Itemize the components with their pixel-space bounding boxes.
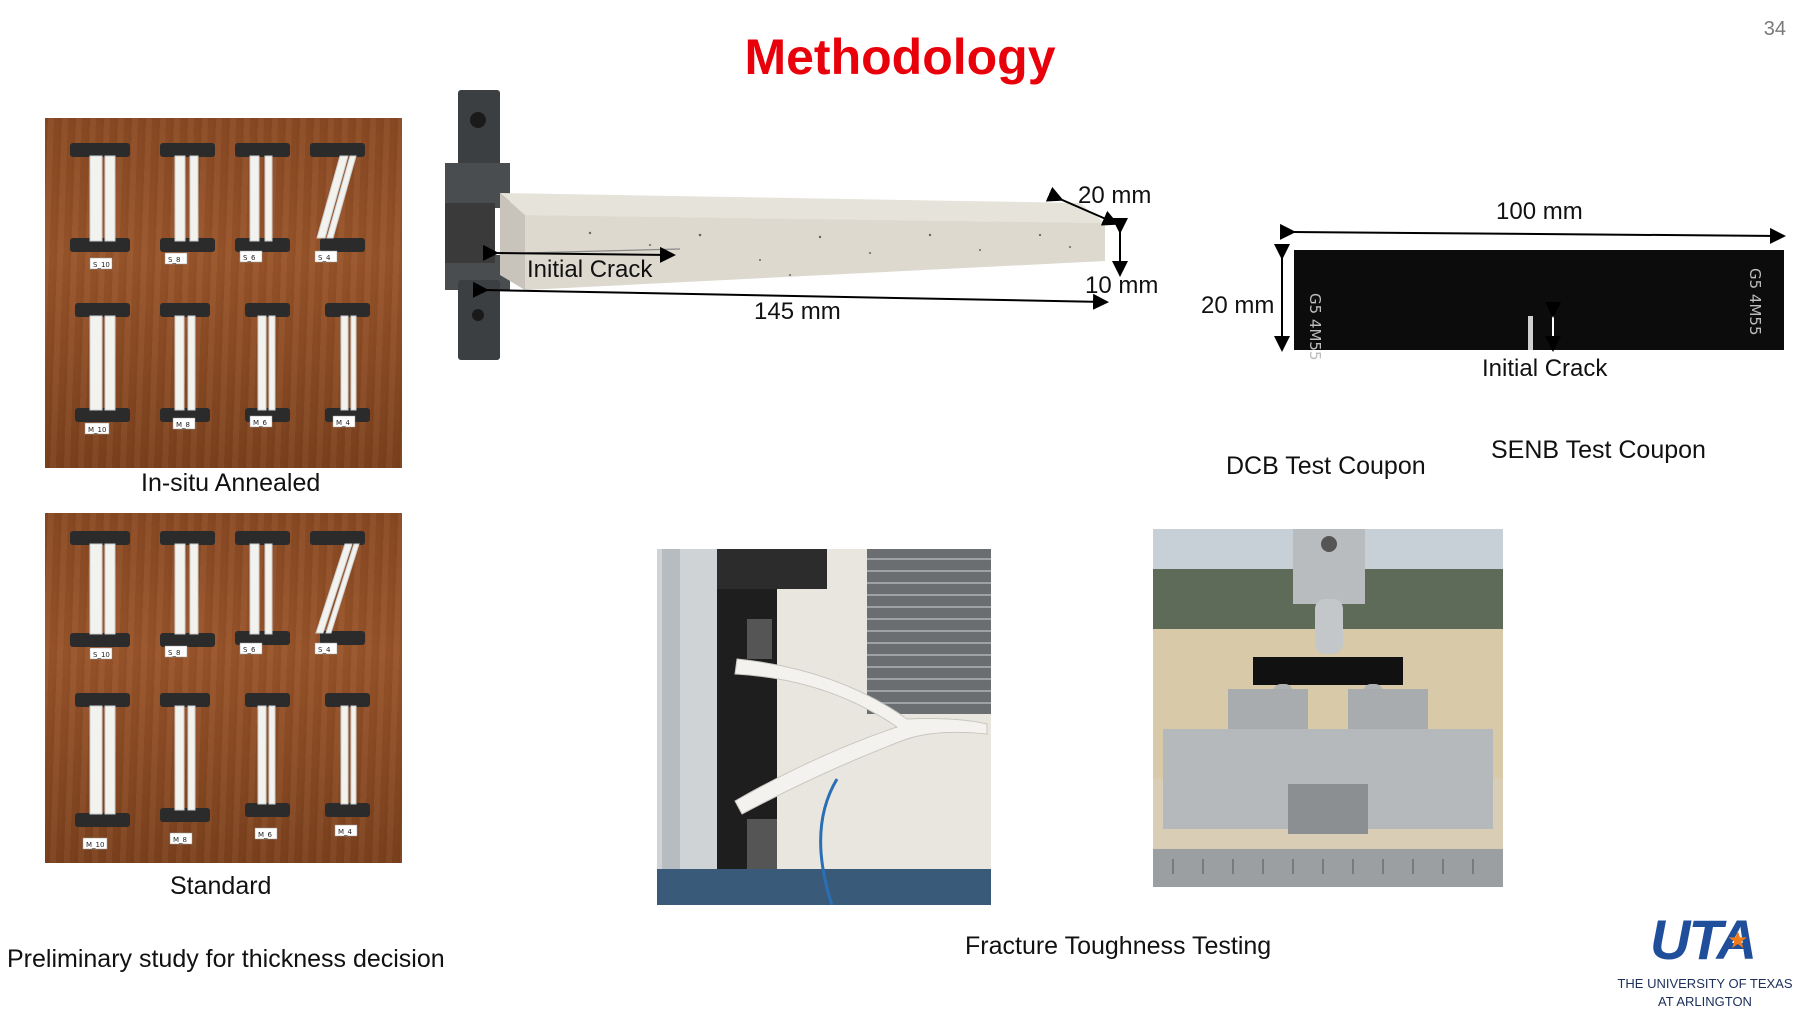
insitu-tag-top-2: S_8	[168, 256, 180, 264]
senb-mark-left: G5 4M55	[1306, 293, 1324, 361]
dcb-width-label: 20 mm	[1078, 182, 1152, 209]
slide-title: Methodology	[744, 29, 1056, 85]
dcb-testing-photo	[657, 549, 991, 905]
insitu-tag-bottom-3: M_6	[253, 419, 268, 427]
insitu-specimens-drawing: S_10 S_8 S_6 S_4 M_10 M_8 M_6 M_4	[70, 143, 370, 435]
uta-logo-mark: UTA ★	[1650, 912, 1765, 968]
standard-tag-bottom-1: M_10	[86, 841, 104, 849]
standard-tag-top-2: S_8	[168, 649, 180, 657]
senb-coupon-figure: G5 4M55 G5 4M55	[1274, 223, 1786, 361]
standard-tag-bottom-3: M_6	[258, 831, 273, 839]
thickness-study-caption: Preliminary study for thickness decision	[7, 945, 445, 973]
senb-mark-right: G5 4M55	[1746, 268, 1764, 336]
uta-logo-letters: UTA	[1650, 908, 1757, 971]
standard-tag-top-1: S_10	[93, 651, 110, 659]
uta-logo: UTA ★ THE UNIVERSITY OF TEXAS AT ARLINGT…	[1615, 912, 1795, 1013]
dcb-length-label: 145 mm	[754, 298, 841, 325]
insitu-tag-bottom-4: M_4	[336, 419, 351, 427]
dcb-test-rig-drawing	[657, 549, 991, 905]
uta-logo-line2: AT ARLINGTON	[1658, 994, 1752, 1009]
dcb-coupon-figure	[445, 90, 1128, 360]
standard-tag-bottom-4: M_4	[338, 828, 353, 836]
insitu-tag-top-1: S_10	[93, 261, 110, 269]
standard-tag-top-3: S_6	[243, 646, 256, 654]
standard-photo: S_10 S_8 S_6 S_4 M_10 M_8 M_6 M_4	[45, 513, 402, 863]
dcb-thickness-label: 10 mm	[1085, 272, 1159, 299]
insitu-tag-top-3: S_6	[243, 254, 256, 262]
senb-crack-label: Initial Crack	[1482, 355, 1608, 382]
insitu-annealed-photo: S_10 S_8 S_6 S_4 M_10 M_8 M_6 M_4	[45, 118, 402, 468]
insitu-caption: In-situ Annealed	[141, 469, 321, 497]
fracture-testing-caption: Fracture Toughness Testing	[965, 932, 1272, 960]
senb-length-label: 100 mm	[1496, 198, 1583, 225]
senb-height-label: 20 mm	[1201, 292, 1275, 319]
dcb-crack-label: Initial Crack	[527, 256, 653, 283]
star-icon: ★	[1727, 927, 1749, 954]
insitu-tag-bottom-1: M_10	[88, 426, 106, 434]
insitu-tag-top-4: S_4	[318, 254, 331, 262]
senb-testing-photo	[1153, 529, 1503, 887]
dcb-caption: DCB Test Coupon	[1226, 452, 1426, 480]
standard-specimens-drawing: S_10 S_8 S_6 S_4 M_10 M_8 M_6 M_4	[70, 531, 370, 850]
senb-test-rig-drawing	[1153, 529, 1503, 887]
standard-tag-top-4: S_4	[318, 646, 331, 654]
standard-caption: Standard	[170, 872, 272, 900]
uta-logo-line1: THE UNIVERSITY OF TEXAS	[1617, 976, 1793, 991]
page-number: 34	[1763, 18, 1786, 40]
senb-caption: SENB Test Coupon	[1491, 436, 1706, 464]
standard-tag-bottom-2: M_8	[173, 836, 187, 844]
insitu-tag-bottom-2: M_8	[176, 421, 190, 429]
